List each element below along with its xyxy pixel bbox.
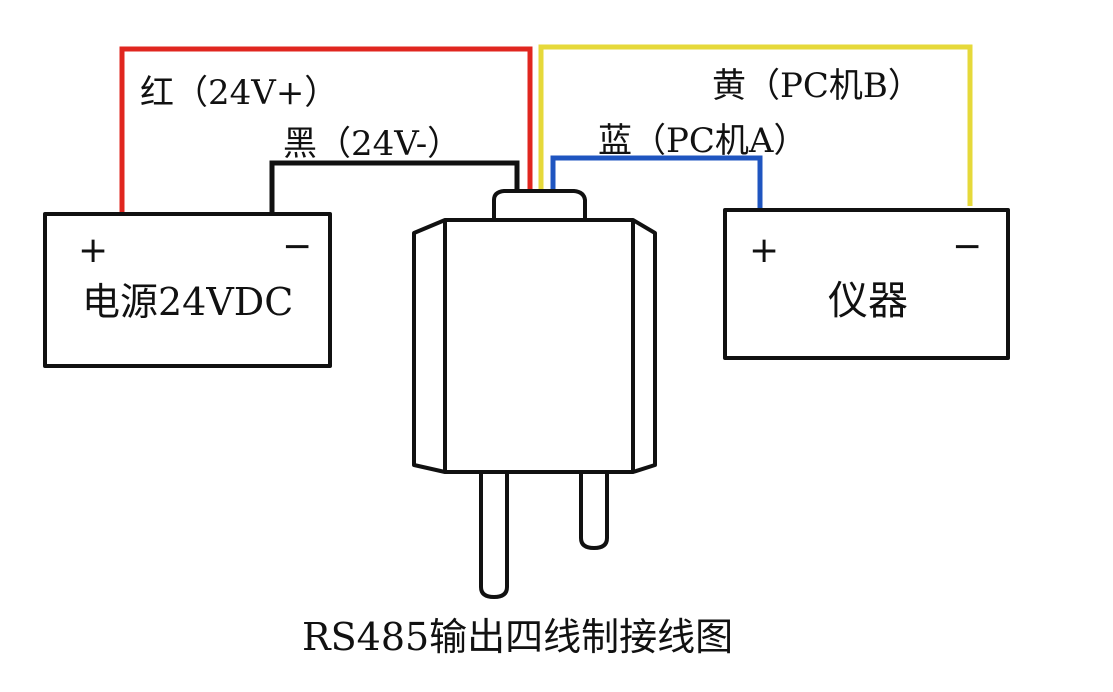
- power-supply-label: 电源24VDC: [82, 280, 293, 324]
- instrument-box: + − 仪器: [723, 208, 1010, 360]
- power-minus-sign: −: [282, 226, 312, 267]
- power-supply-box: + − 电源24VDC: [43, 212, 332, 368]
- yellow-wire-label: 黄（PC机B）: [712, 66, 922, 106]
- blue-wire: [550, 155, 763, 212]
- instrument-minus-sign: −: [952, 226, 982, 267]
- black-wire-label: 黑（24V-）: [283, 124, 461, 164]
- sensor-connector-cap: [492, 189, 587, 220]
- instrument-plus-sign: +: [749, 230, 779, 271]
- sensor-probe-long: [479, 473, 509, 599]
- instrument-label: 仪器: [828, 278, 908, 324]
- red-wire: [119, 46, 533, 215]
- blue-wire-label: 蓝（PC机A）: [598, 121, 807, 161]
- sensor-probe-short: [579, 473, 609, 550]
- red-wire-label: 红（24V+）: [140, 73, 338, 113]
- sensor-body: [412, 218, 657, 474]
- sensor-device: [412, 189, 657, 599]
- diagram-title: RS485输出四线制接线图: [302, 615, 733, 659]
- power-plus-sign: +: [78, 230, 108, 271]
- yellow-wire: [538, 44, 973, 206]
- black-wire: [269, 160, 520, 212]
